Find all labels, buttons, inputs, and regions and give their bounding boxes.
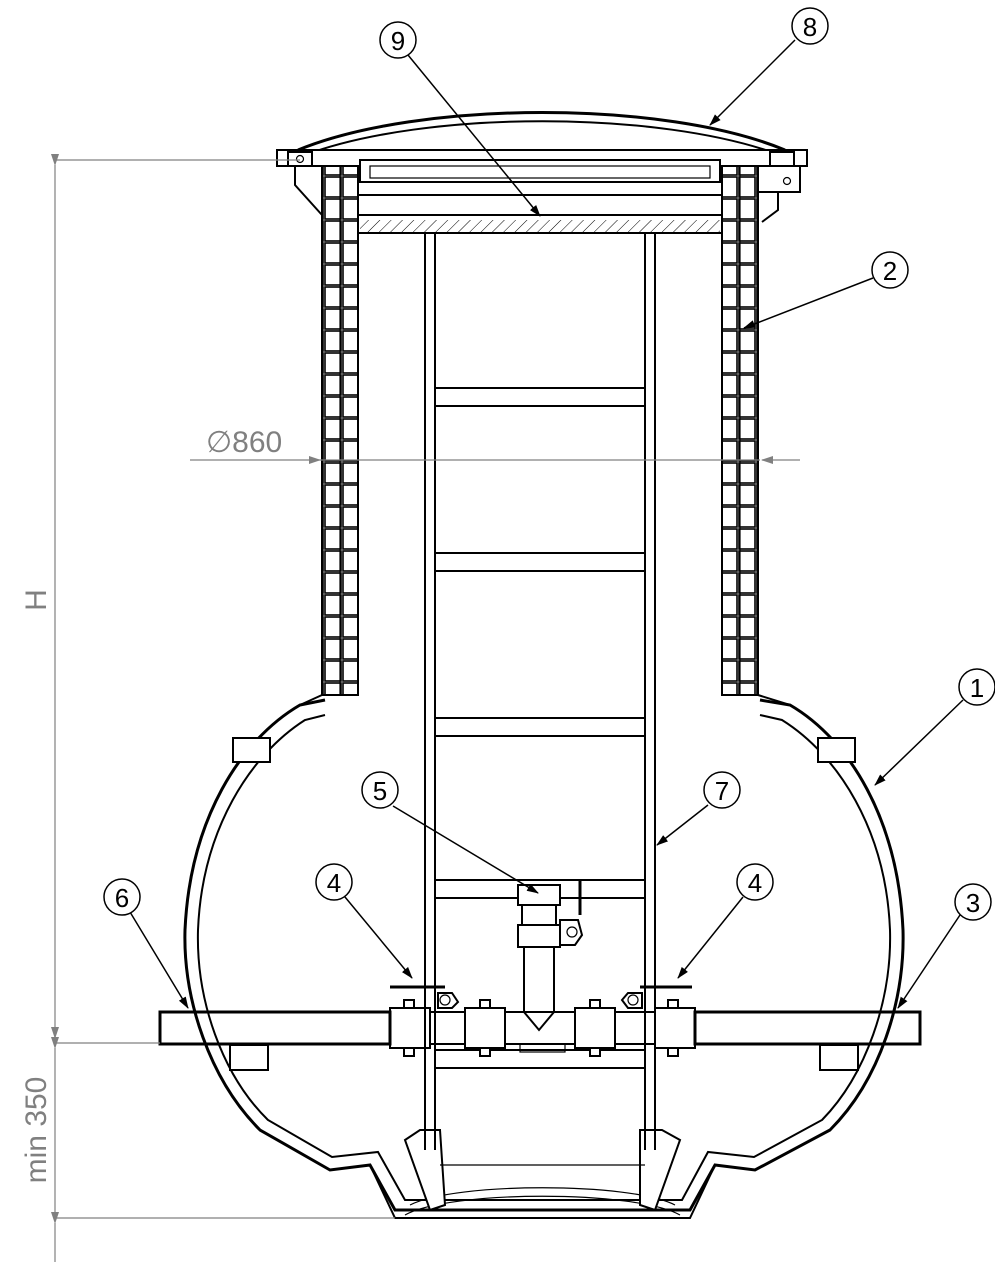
svg-text:2: 2 bbox=[883, 256, 897, 286]
callout-9: 9 bbox=[379, 21, 541, 217]
callout-7: 7 bbox=[656, 771, 741, 846]
shutoff-valve-left bbox=[390, 985, 460, 1009]
svg-text:4: 4 bbox=[327, 868, 341, 898]
svg-text:6: 6 bbox=[115, 883, 129, 913]
callout-2: 2 bbox=[743, 251, 909, 329]
manhole-cover bbox=[276, 111, 808, 223]
svg-text:3: 3 bbox=[966, 888, 980, 918]
min-depth-label: min 350 bbox=[20, 1077, 53, 1184]
svg-text:7: 7 bbox=[715, 776, 729, 806]
svg-text:4: 4 bbox=[748, 868, 762, 898]
callout-4-left: 4 bbox=[315, 863, 413, 979]
shutoff-valve-right bbox=[620, 985, 692, 1009]
callout-4-right: 4 bbox=[677, 863, 774, 979]
dimension-diameter: ∅860 bbox=[190, 426, 800, 464]
support-plate bbox=[357, 194, 723, 234]
dimension-min-depth: min 350 bbox=[20, 1037, 395, 1262]
svg-text:1: 1 bbox=[970, 673, 984, 703]
callout-8: 8 bbox=[709, 7, 829, 126]
callout-6: 6 bbox=[103, 878, 189, 1009]
height-label: H bbox=[20, 589, 53, 611]
svg-text:5: 5 bbox=[373, 776, 387, 806]
dimension-height: H bbox=[20, 154, 300, 1044]
vertical-branch-valve bbox=[517, 880, 584, 1032]
callout-1: 1 bbox=[874, 668, 995, 786]
diameter-label: ∅860 bbox=[206, 426, 282, 459]
svg-text:9: 9 bbox=[391, 26, 405, 56]
riser-shaft bbox=[299, 154, 791, 706]
svg-text:8: 8 bbox=[803, 12, 817, 42]
callout-5: 5 bbox=[361, 771, 539, 894]
callout-3: 3 bbox=[897, 883, 992, 1009]
